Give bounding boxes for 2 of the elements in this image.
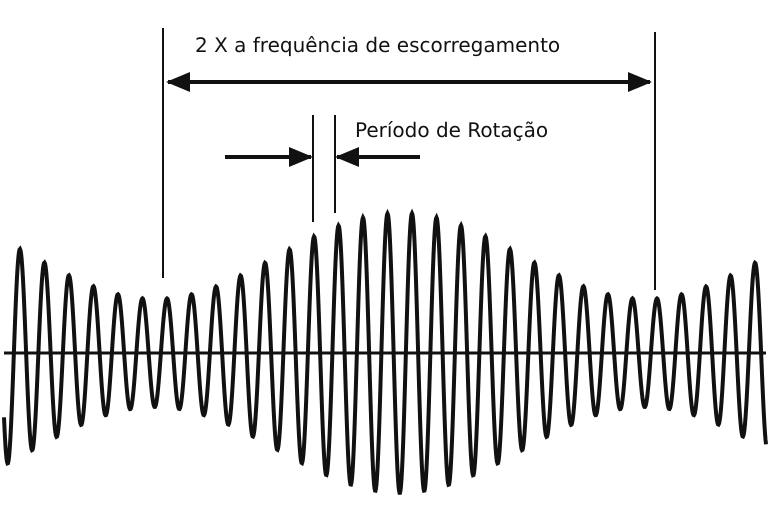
dimension-label: Período de Rotação: [355, 118, 548, 142]
dimension-label: 2 X a frequência de escorregamento: [195, 33, 560, 57]
